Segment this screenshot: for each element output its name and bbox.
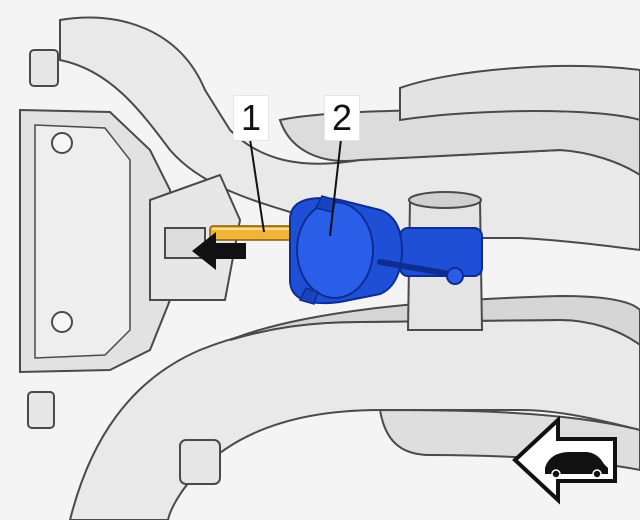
actuator-rod [209, 225, 295, 241]
vacuum-actuator [289, 195, 483, 305]
car-icon [545, 452, 608, 479]
motion-arrow-icon [192, 232, 246, 270]
mounting-bracket [19, 108, 242, 374]
bolt-icon [51, 311, 73, 333]
callout-label-2: 2 [324, 95, 360, 141]
front-of-vehicle-arrow-icon [512, 415, 617, 505]
clip-details [27, 49, 221, 485]
leader-line-1 [249, 138, 265, 233]
callout-label-1: 1 [233, 95, 269, 141]
leader-line-2 [329, 138, 342, 237]
upper-exhaust-pipe [59, 16, 640, 252]
bolt-icon [51, 132, 73, 154]
